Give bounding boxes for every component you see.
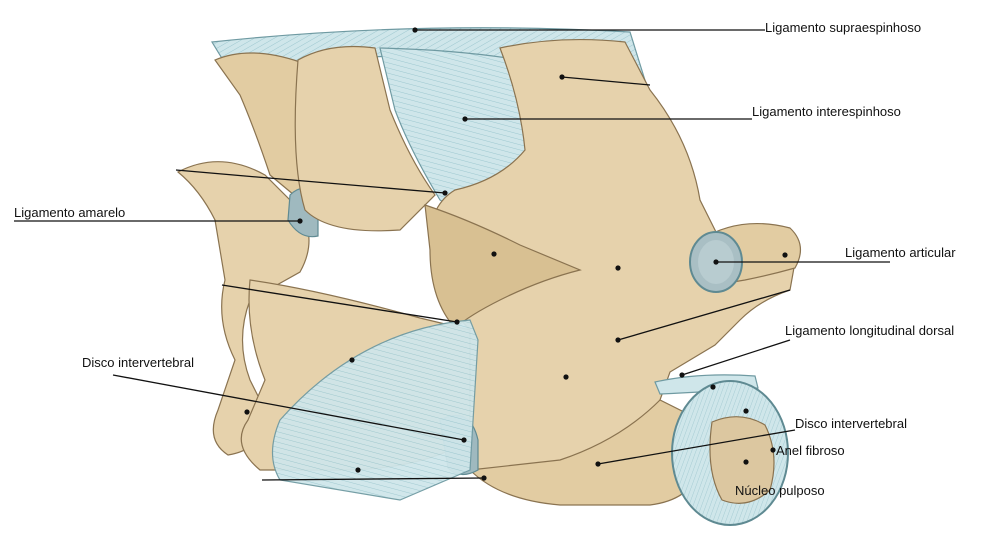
label-intervertebral-disc-left: Disco intervertebral bbox=[82, 355, 194, 370]
label-nucleus-pulposus: Núcleo pulposo bbox=[735, 483, 825, 498]
label-articular-ligament: Ligamento articular bbox=[845, 245, 956, 260]
label-intervertebral-disc-right: Disco intervertebral bbox=[795, 416, 907, 431]
label-ligamentum-flavum: Ligamento amarelo bbox=[14, 205, 125, 220]
label-interspinous-ligament: Ligamento interespinhoso bbox=[752, 104, 901, 119]
label-supraspinous-ligament: Ligamento supraespinhoso bbox=[765, 20, 921, 35]
label-dorsal-longitudinal-ligament: Ligamento longitudinal dorsal bbox=[785, 323, 954, 338]
label-annulus-fibrosus: Anel fibroso bbox=[776, 443, 845, 458]
